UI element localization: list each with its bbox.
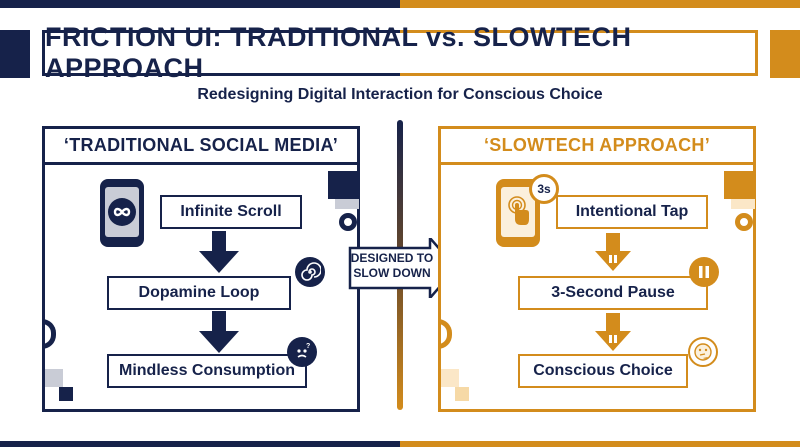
bottom-accent-bar-navy	[0, 441, 400, 447]
down-arrow-icon	[199, 231, 239, 273]
right-edge-block	[770, 30, 800, 78]
center-arrow-label: DESIGNED TO SLOW DOWN	[350, 251, 434, 280]
slowtech-panel: ‘SLOWTECH APPROACH’ 3s Intentional Tap 3…	[438, 126, 756, 412]
confused-face-icon: ?	[287, 337, 317, 367]
traditional-panel: ‘TRADITIONAL SOCIAL MEDIA’ Infinite Scro…	[42, 126, 360, 412]
decorative-half-circle	[42, 319, 56, 349]
phone-icon	[100, 179, 144, 247]
title-banner: FRICTION UI: TRADITIONAL vs. SLOWTECH AP…	[42, 22, 758, 83]
step-dopamine-loop: Dopamine Loop	[107, 276, 291, 310]
svg-text:?: ?	[306, 343, 310, 350]
left-edge-block	[0, 30, 30, 78]
decorative-bar	[335, 199, 359, 209]
down-arrow-icon	[199, 311, 239, 353]
thinking-face-icon	[688, 337, 718, 367]
infinite-loop-icon	[108, 198, 136, 226]
decorative-square	[441, 369, 459, 387]
slowtech-panel-title: ‘SLOWTECH APPROACH’	[441, 129, 753, 165]
decorative-circle	[735, 213, 753, 231]
decorative-half-circle	[438, 319, 452, 349]
decorative-circle	[339, 213, 357, 231]
down-arrow-icon	[595, 313, 631, 351]
step-mindless-consumption: Mindless Consumption	[107, 354, 307, 388]
traditional-panel-title: ‘TRADITIONAL SOCIAL MEDIA’	[45, 129, 357, 165]
decorative-square	[59, 387, 73, 401]
bottom-accent-bar-gold	[400, 441, 800, 447]
step-infinite-scroll: Infinite Scroll	[160, 195, 302, 229]
top-accent-bar-gold	[400, 0, 800, 8]
down-arrow-icon	[595, 233, 631, 271]
page-title: FRICTION UI: TRADITIONAL vs. SLOWTECH AP…	[45, 22, 632, 83]
page-subtitle: Redesigning Digital Interaction for Cons…	[197, 86, 603, 103]
spiral-icon	[295, 257, 325, 287]
decorative-square	[328, 171, 358, 199]
decorative-square	[724, 171, 754, 199]
step-intentional-tap: Intentional Tap	[556, 195, 708, 229]
step-three-second-pause: 3-Second Pause	[518, 276, 708, 310]
decorative-square	[455, 387, 469, 401]
decorative-square	[45, 369, 63, 387]
tap-hand-icon	[508, 196, 529, 225]
step-conscious-choice: Conscious Choice	[518, 354, 688, 388]
stopwatch-icon: 3s	[529, 174, 559, 204]
top-accent-bar-navy	[0, 0, 400, 8]
decorative-bar	[731, 199, 755, 209]
pause-icon	[689, 257, 719, 287]
